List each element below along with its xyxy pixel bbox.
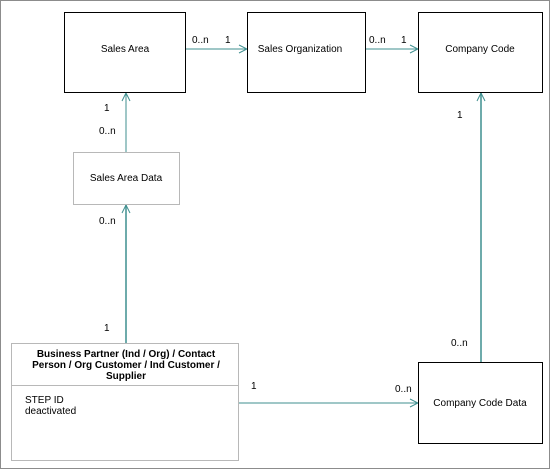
node-business-partner-attribute: STEP ID: [25, 395, 64, 406]
node-business-partner[interactable]: Business Partner (Ind / Org) / Contact P…: [11, 343, 239, 461]
card-ccd-cc-target: 1: [457, 110, 463, 121]
node-sales-area-label: Sales Area: [101, 44, 150, 55]
node-company-code-data[interactable]: Company Code Data: [418, 362, 543, 444]
node-sales-area[interactable]: Sales Area: [64, 12, 186, 93]
card-bp-ccd-target: 0..n: [395, 384, 412, 395]
node-business-partner-title-line-1: Business Partner (Ind / Org) / Contact: [37, 349, 216, 360]
node-business-partner-title-line-3: Supplier: [106, 371, 146, 382]
card-sa-so-target: 1: [225, 35, 231, 46]
node-business-partner-attribute: deactivated: [25, 406, 76, 417]
card-so-cc-target: 1: [401, 35, 407, 46]
card-sad-sa-source: 0..n: [99, 126, 116, 137]
node-sales-organization[interactable]: Sales Organization: [247, 12, 366, 93]
node-business-partner-title-line-2: Person / Org Customer / Ind Customer /: [32, 360, 220, 371]
card-so-cc-source: 0..n: [369, 35, 386, 46]
node-company-code-label: Company Code: [445, 44, 515, 55]
node-sales-area-data-label: Sales Area Data: [90, 173, 163, 184]
node-company-code[interactable]: Company Code: [418, 12, 543, 93]
card-sa-so-source: 0..n: [192, 35, 209, 46]
card-ccd-cc-source: 0..n: [451, 338, 468, 349]
card-bp-ccd-source: 1: [251, 381, 257, 392]
node-sales-area-data[interactable]: Sales Area Data: [73, 152, 180, 205]
card-bp-sad-source: 1: [104, 323, 110, 334]
card-bp-sad-target: 0..n: [99, 216, 116, 227]
node-company-code-data-label: Company Code Data: [433, 398, 527, 409]
card-sad-sa-target: 1: [104, 103, 110, 114]
node-sales-organization-label: Sales Organization: [258, 44, 343, 55]
